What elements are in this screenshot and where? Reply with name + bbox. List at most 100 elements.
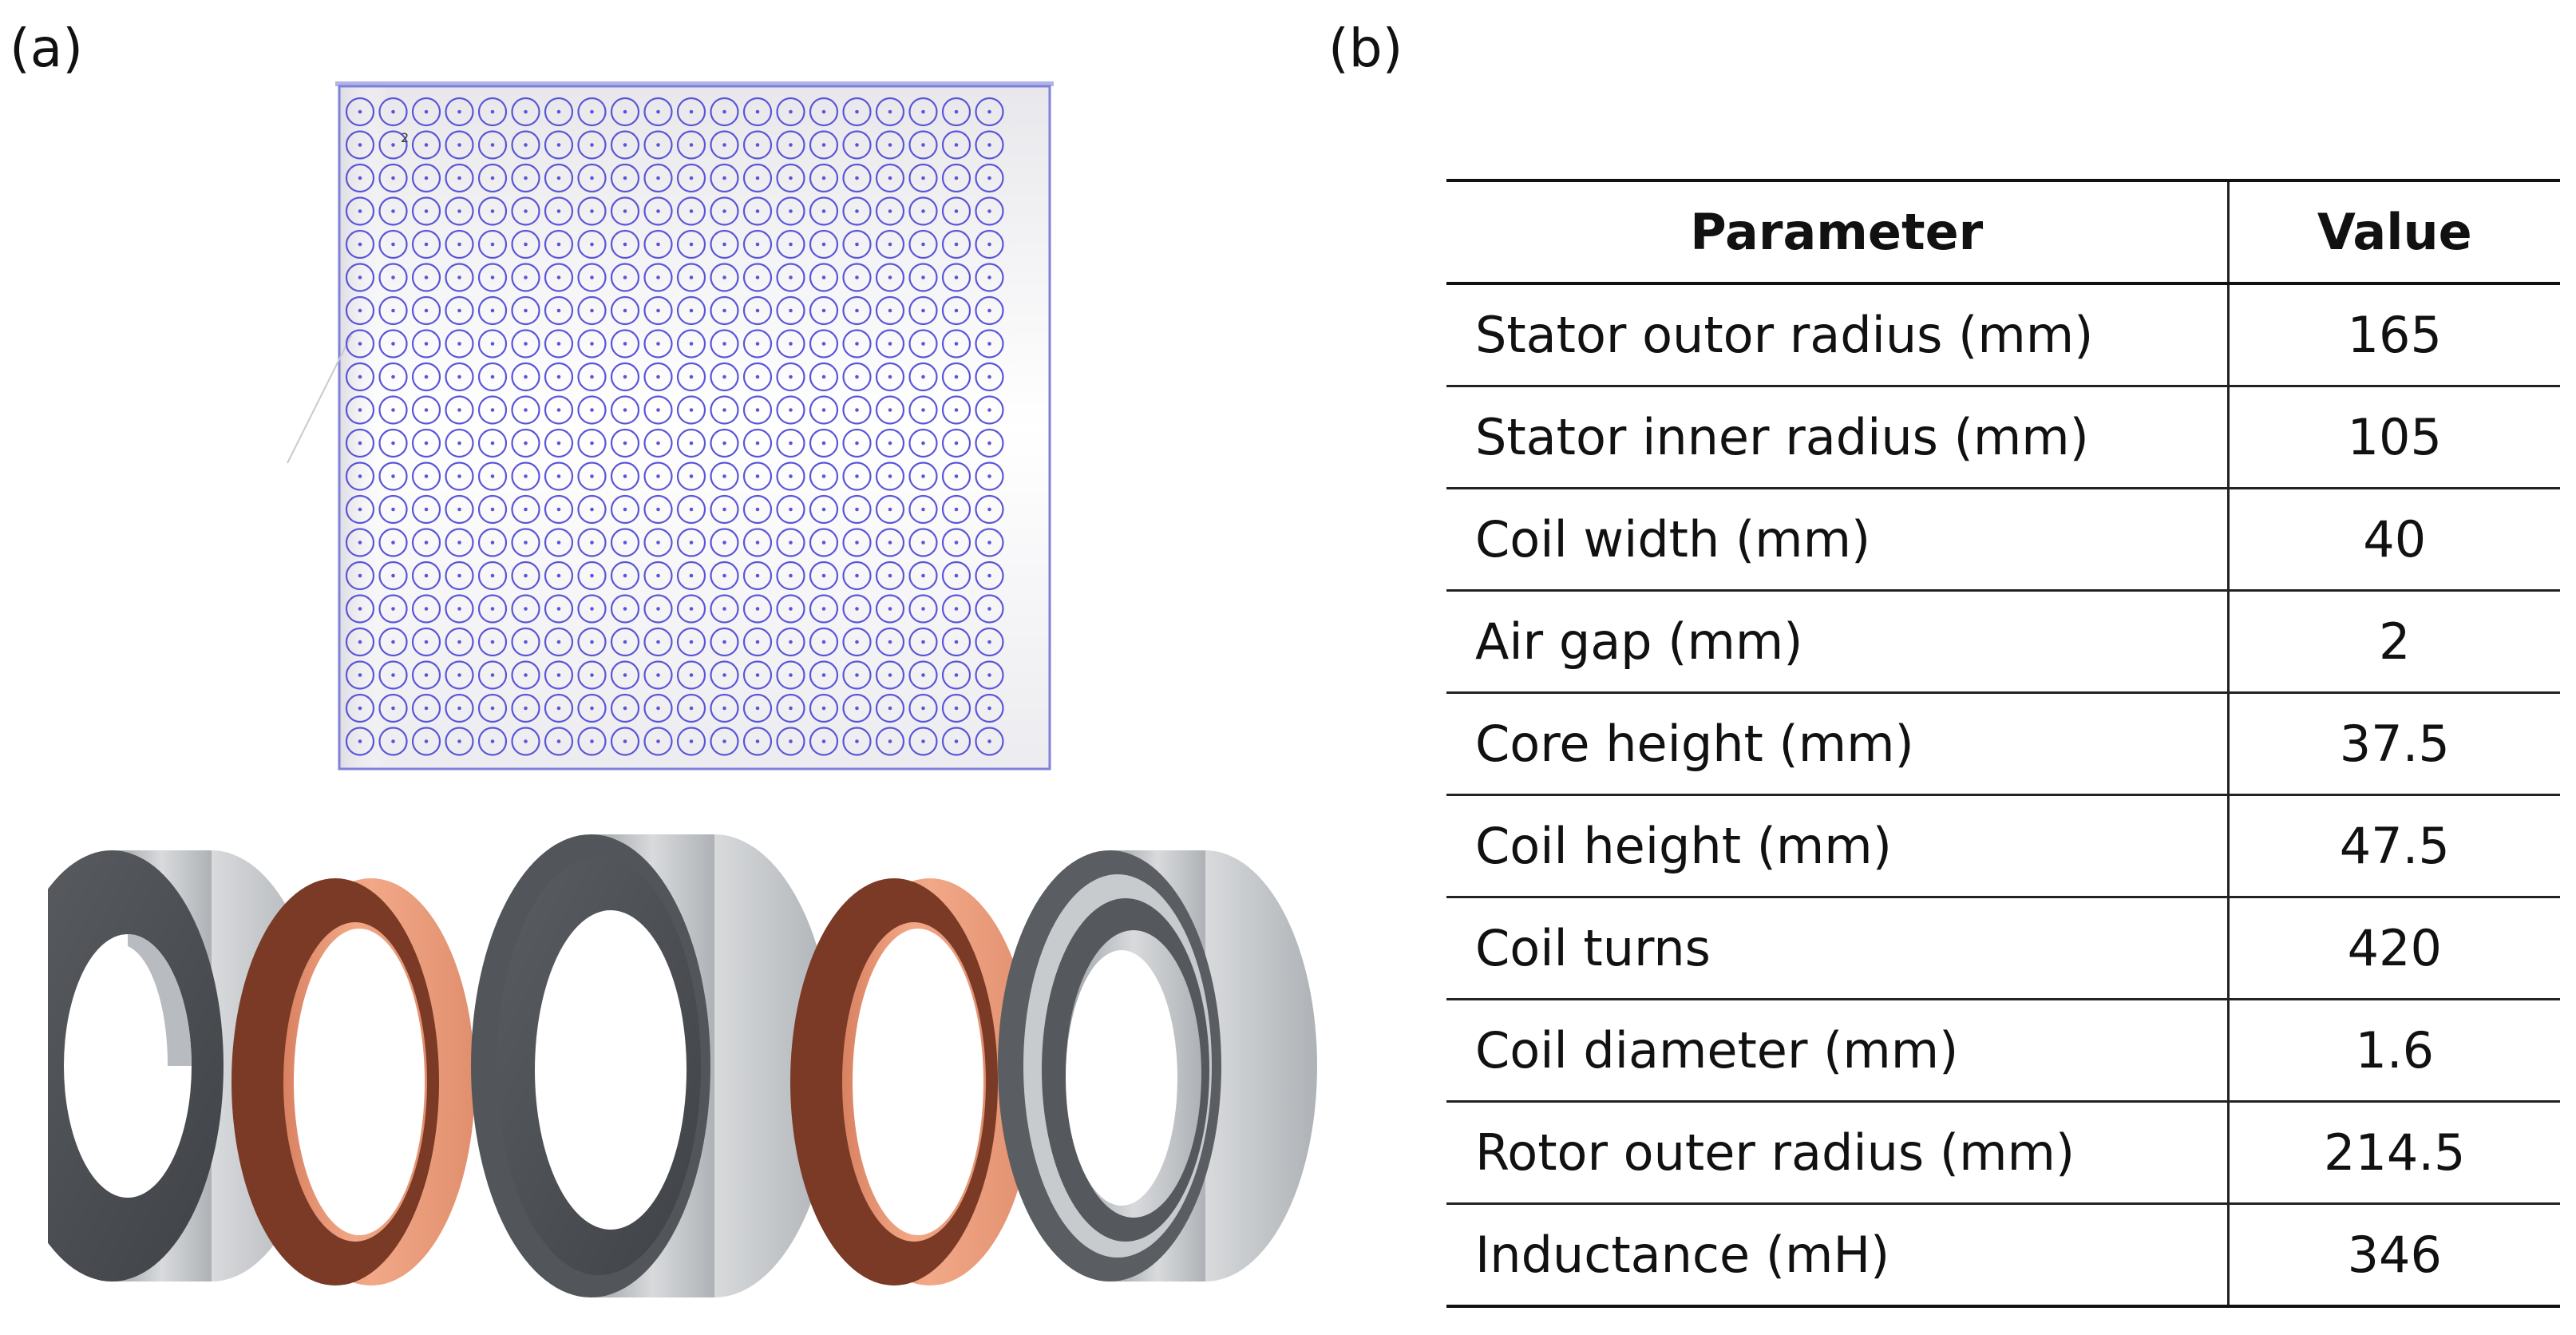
coil-strand-circle bbox=[378, 362, 408, 392]
coil-strand-center bbox=[556, 640, 561, 644]
coil-strand-circle bbox=[776, 494, 805, 525]
coil-strand-center bbox=[821, 573, 826, 578]
parameter-value: 346 bbox=[2226, 1203, 2560, 1308]
coil-strand-center bbox=[457, 242, 461, 247]
coil-strand-center bbox=[855, 607, 859, 611]
coil-strand-center bbox=[921, 640, 925, 644]
coil-strand-center bbox=[490, 541, 495, 545]
coil-strand-circle bbox=[345, 130, 375, 160]
coil-strand-circle bbox=[676, 329, 706, 359]
coil-strand-circle bbox=[676, 627, 706, 657]
coil-strand-circle bbox=[776, 660, 805, 690]
coil-strand-circle bbox=[445, 561, 474, 591]
coil-strand-circle bbox=[511, 97, 540, 127]
coil-strand-circle bbox=[411, 362, 441, 392]
coil-strand-center bbox=[358, 739, 362, 743]
coil-strand-circle bbox=[345, 727, 375, 756]
coil-strand-center bbox=[358, 342, 362, 346]
core-ring-right bbox=[998, 850, 1317, 1282]
coil-strand-circle bbox=[809, 329, 839, 359]
coil-strand-center bbox=[722, 441, 726, 446]
coil-strand-circle bbox=[345, 693, 375, 723]
coil-strand-circle bbox=[643, 362, 673, 392]
coil-strand-circle bbox=[908, 395, 938, 425]
table-row: Inductance (mH)346 bbox=[1446, 1203, 2560, 1308]
coil-strand-circle bbox=[445, 163, 474, 193]
coil-strand-circle bbox=[710, 263, 739, 292]
coil-strand-circle bbox=[643, 528, 673, 557]
coil-strand-circle bbox=[511, 561, 540, 591]
coil-strand-center bbox=[556, 275, 561, 279]
coil-strand-center bbox=[623, 176, 627, 180]
coil-strand-circle bbox=[544, 528, 574, 557]
coil-strand-center bbox=[590, 607, 594, 611]
coil-strand-center bbox=[954, 109, 959, 114]
coil-strand-circle bbox=[610, 263, 640, 292]
coil-strand-center bbox=[689, 209, 694, 213]
coil-strand-center bbox=[855, 541, 859, 545]
coil-strand-center bbox=[590, 374, 594, 379]
coil-strand-circle bbox=[378, 660, 408, 690]
coil-strand-center bbox=[789, 275, 793, 279]
coil-strand-center bbox=[755, 308, 760, 313]
coil-strand-circle bbox=[544, 97, 574, 127]
coil-strand-circle bbox=[809, 263, 839, 292]
coil-strand-circle bbox=[378, 528, 408, 557]
coil-strand-circle bbox=[676, 295, 706, 326]
coil-strand-center bbox=[656, 342, 660, 346]
coil-strand-circle bbox=[908, 97, 938, 127]
coil-strand-circle bbox=[875, 462, 905, 491]
coil-strand-circle bbox=[676, 130, 706, 160]
coil-strand-circle bbox=[577, 163, 607, 193]
parameter-name: Coil width (mm) bbox=[1446, 488, 2228, 592]
coil-strand-center bbox=[556, 342, 561, 346]
coil-strand-circle bbox=[610, 660, 640, 690]
coil-strand-circle bbox=[544, 428, 574, 458]
coil-strand-circle bbox=[411, 196, 441, 226]
coil-strand-circle bbox=[511, 660, 540, 690]
coil-strand-center bbox=[424, 308, 429, 313]
coil-strand-center bbox=[424, 342, 429, 346]
coil-strand-center bbox=[855, 275, 859, 279]
coil-strand-center bbox=[755, 474, 760, 478]
coil-strand-center bbox=[755, 242, 760, 247]
coil-strand-circle bbox=[676, 196, 706, 226]
coil-strand-center bbox=[954, 143, 959, 147]
coil-strand-circle bbox=[809, 462, 839, 491]
coil-strand-center bbox=[590, 308, 594, 313]
coil-strand-circle bbox=[809, 395, 839, 425]
coil-strand-circle bbox=[345, 428, 375, 458]
coil-strand-circle bbox=[941, 528, 971, 557]
coil-strand-center bbox=[821, 342, 826, 346]
coil-strand-center bbox=[722, 109, 726, 114]
coil-strand-circle bbox=[610, 196, 640, 226]
coil-strand-circle bbox=[378, 561, 408, 591]
coil-strand-circle bbox=[477, 528, 508, 557]
coil-strand-circle bbox=[710, 660, 739, 690]
coil-strand-center bbox=[358, 441, 362, 446]
coil-strand-circle bbox=[577, 395, 607, 425]
coil-strand-circle bbox=[411, 462, 441, 491]
coil-strand-center bbox=[921, 739, 925, 743]
coil-strand-center bbox=[457, 706, 461, 711]
coil-strand-center bbox=[656, 242, 660, 247]
coil-strand-circle bbox=[511, 229, 540, 259]
coil-strand-center bbox=[490, 408, 495, 412]
coil-strand-circle bbox=[411, 229, 441, 259]
coil-strand-circle bbox=[477, 428, 508, 458]
coil-strand-circle bbox=[445, 97, 474, 127]
header-value: Value bbox=[2226, 179, 2560, 285]
coil-strand-center bbox=[358, 640, 362, 644]
coil-strand-circle bbox=[875, 163, 905, 193]
coil-strand-circle bbox=[378, 97, 408, 127]
coil-strand-center bbox=[689, 275, 694, 279]
coil-strand-center bbox=[424, 474, 429, 478]
coil-strand-circle bbox=[610, 528, 640, 557]
coil-strand-circle bbox=[908, 196, 938, 226]
coil-strand-circle bbox=[941, 594, 971, 624]
coil-strand-center bbox=[954, 242, 959, 247]
parameter-value: 40 bbox=[2226, 488, 2560, 592]
coil-strand-center bbox=[656, 507, 660, 512]
coil-strand-circle bbox=[908, 329, 938, 359]
coil-strand-circle bbox=[908, 462, 938, 491]
